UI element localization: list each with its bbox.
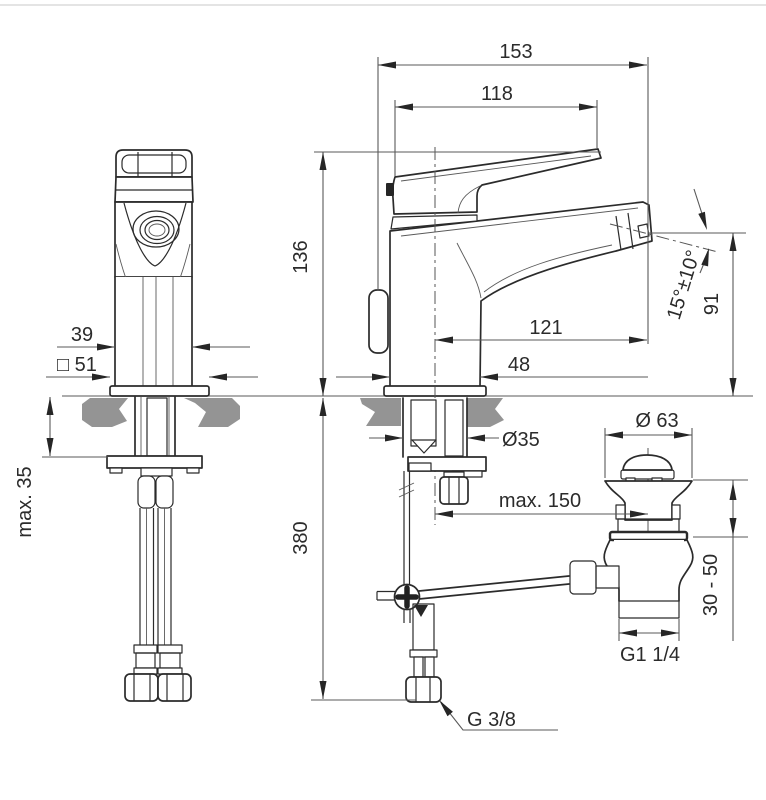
dim-waste-thread: G1 1/4: [618, 619, 680, 666]
hose-union-nut: [439, 476, 469, 505]
handle-rear-notch: [386, 183, 394, 196]
dim-under-height: 380: [290, 398, 416, 701]
body-and-spout: [389, 201, 653, 388]
supply-hoses-front: [124, 508, 192, 702]
pop-up-rod: [398, 471, 415, 588]
locknut-flange: [608, 530, 689, 542]
dim-clamping-range-label: 30 - 50: [700, 554, 722, 616]
handle-cap-front: [115, 149, 193, 178]
front-view-faucet: [109, 149, 210, 397]
flexible-hose-side: [405, 603, 442, 703]
dim-rod-distance-label: max. 150: [499, 490, 581, 512]
dim-outlet-height-label: 91: [701, 293, 723, 315]
aerator-front: [132, 210, 180, 248]
aerator-side: [615, 212, 650, 251]
dim-shank-diameter: Ø35: [369, 429, 540, 451]
pop-up-waste-assembly: [569, 448, 694, 619]
dim-base-depth: 48: [336, 354, 648, 381]
shank-stud: [444, 399, 464, 457]
dim-deck-thickness-label: max. 35: [14, 466, 36, 537]
dim-deck-thickness: max. 35: [14, 397, 108, 538]
dim-hose-thread: G 3/8: [439, 700, 558, 731]
hose-nut-right: [157, 673, 192, 702]
dim-body-height: 136: [290, 151, 601, 396]
dim-under-height-label: 380: [290, 521, 312, 554]
dim-waste-thread-label: G1 1/4: [620, 644, 680, 666]
rear-cover: [368, 289, 389, 354]
dim-rod-distance: max. 150: [435, 490, 648, 518]
knurled-nut: [569, 560, 597, 595]
spout-axis-line: [609, 223, 719, 253]
dim-total-depth-label: 153: [499, 41, 532, 63]
dim-total-depth: 153: [377, 41, 649, 344]
dimensions: 153 118 136 380: [14, 41, 748, 731]
dim-outlet-height: 91: [701, 233, 737, 396]
dim-base-width: □ 51: [46, 354, 258, 381]
dim-base-depth-label: 48: [508, 354, 530, 376]
plug-dome: [622, 454, 673, 471]
hose-end-nut: [405, 676, 442, 703]
dim-spout-angle-label: 15°±10°: [663, 248, 705, 323]
dim-shank-diameter-label: Ø35: [502, 429, 540, 451]
dim-handle-depth: 118: [394, 83, 598, 176]
dim-hose-thread-label: G 3/8: [467, 709, 516, 731]
hose-nut-left: [124, 673, 159, 702]
dim-handle-depth-label: 118: [481, 83, 513, 105]
dim-top-width: 39: [57, 324, 250, 351]
dim-waste-diameter: Ø 63: [604, 410, 693, 478]
dim-base-width-label: □ 51: [57, 354, 97, 376]
base-flange-front: [109, 385, 210, 397]
outlet-threads: [618, 600, 680, 619]
clamp-flange-front: [106, 455, 203, 469]
side-view-under-counter: [376, 397, 570, 703]
dim-waste-diameter-label: Ø 63: [635, 410, 678, 432]
dim-clamping-range: 30 - 50: [693, 479, 748, 641]
dim-spout-reach-label: 121: [529, 317, 562, 339]
waste-top-flange: [604, 480, 693, 521]
rod-pivot-joint: [376, 575, 570, 623]
dim-spout-reach: 121: [435, 317, 647, 344]
front-view-under-counter: [106, 396, 203, 702]
dim-body-height-label: 136: [290, 240, 312, 273]
lever-port: [595, 565, 620, 589]
dim-top-width-label: 39: [71, 324, 93, 346]
